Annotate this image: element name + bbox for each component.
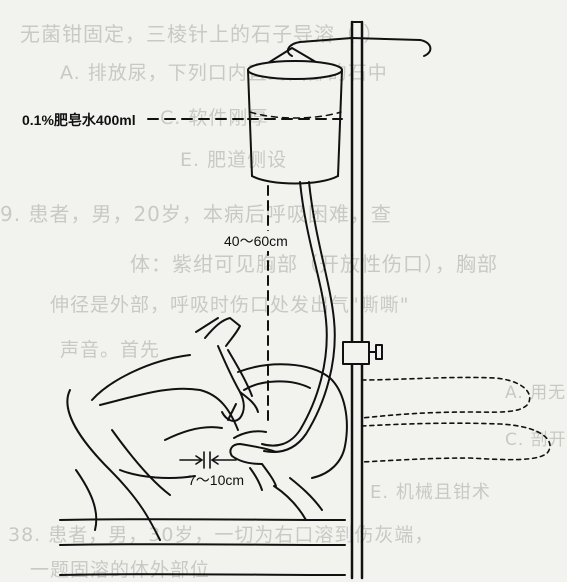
bg-text-line: E. 肥道侧设 xyxy=(180,149,288,171)
insertion-dimension-marker xyxy=(179,451,237,469)
bg-text-line: 38. 患者，男，30岁，一切为右口溶到伤灰端， xyxy=(8,524,435,546)
nurse-upper-hand xyxy=(195,317,259,422)
bg-text-line: E. 机械且钳术 xyxy=(370,482,491,503)
bg-text-line: 声音。首先 xyxy=(60,339,161,361)
bg-text-line: C. 软件刚厚 xyxy=(160,107,269,129)
bg-text-line: C. 剖开胸 xyxy=(505,430,567,450)
bg-text-line: A. 用无菌 xyxy=(505,383,567,403)
bg-text-line: 伸径是外部，呼吸时伤口处发出气"嘶嘶" xyxy=(50,294,410,316)
bg-text-line: 9. 患者，男，20岁，本病后呼吸困难，查 xyxy=(0,202,392,226)
height-label: 40～60cm xyxy=(224,231,288,251)
enema-bucket xyxy=(247,47,343,185)
iv-pole xyxy=(286,20,432,580)
nurse-lower-hand xyxy=(229,430,323,521)
bg-text-line: 无菌钳固定，三棱针上的石子导溶（ ） xyxy=(20,22,385,46)
patient-body xyxy=(59,354,348,576)
enema-tube xyxy=(261,181,336,453)
insertion-depth-label: 7～10cm xyxy=(188,472,245,488)
patient-legs-outline xyxy=(361,376,531,419)
solution-label: 0.1%肥皂水400ml xyxy=(22,112,136,128)
